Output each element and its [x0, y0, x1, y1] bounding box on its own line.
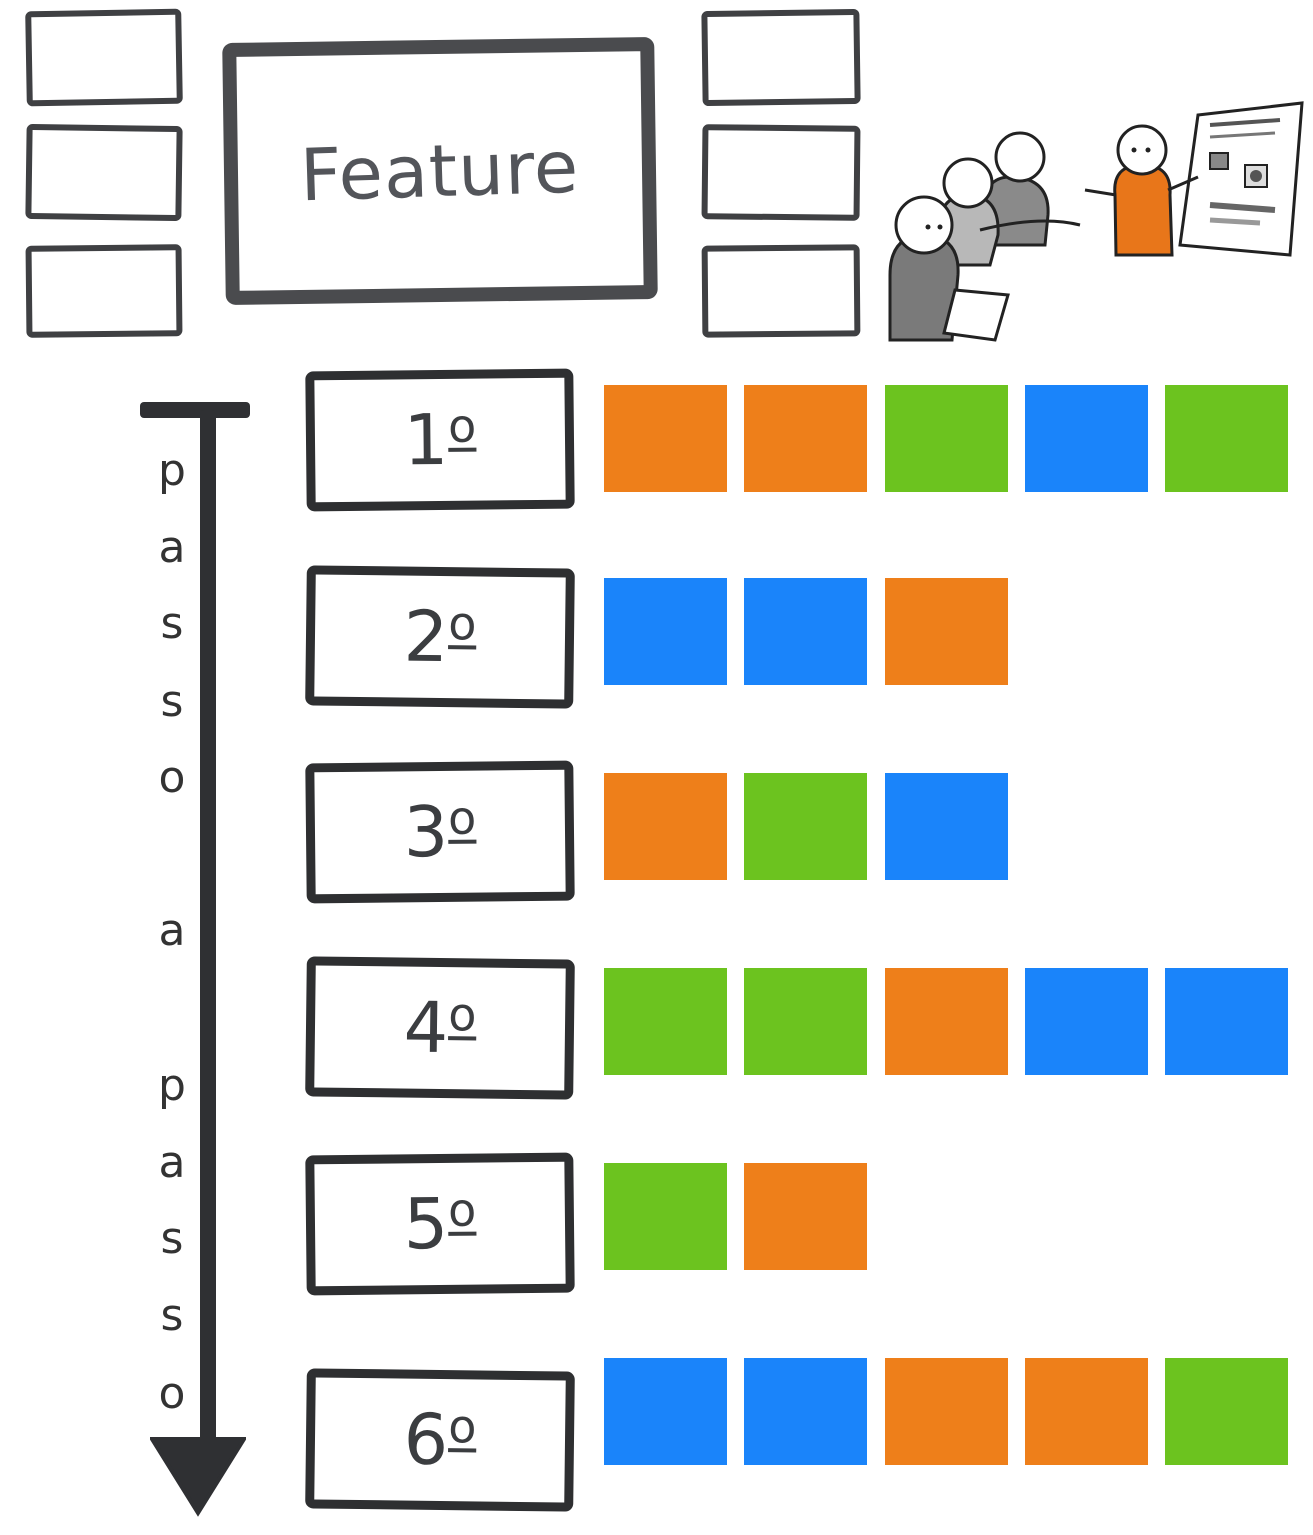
document-icon — [1178, 101, 1304, 257]
axis-letter: s — [160, 1290, 184, 1341]
team-discussion-illustration — [888, 101, 1304, 342]
task-tile-blue — [1025, 385, 1148, 492]
step-number-digit: 1 — [403, 398, 449, 482]
axis-letter: a — [158, 522, 186, 573]
step-number: 1o — [403, 399, 477, 482]
step-ordinal-indicator: o — [447, 398, 477, 453]
task-tile-blue — [604, 1358, 727, 1465]
axis-letter: s — [160, 1213, 184, 1264]
step-number: 4o — [403, 987, 477, 1070]
step-number: 3o — [403, 791, 477, 874]
step-box-6: 6o — [305, 1368, 575, 1512]
arrow-down-icon — [150, 1437, 246, 1517]
task-tile-orange — [885, 578, 1008, 685]
task-tile-green — [604, 1163, 727, 1270]
step-number: 2o — [403, 596, 477, 679]
step-ordinal-indicator: o — [447, 1182, 477, 1237]
task-tile-orange — [744, 385, 867, 492]
task-tile-orange — [604, 385, 727, 492]
task-tile-green — [744, 773, 867, 880]
step-box-4: 4o — [305, 956, 575, 1100]
axis-letter: o — [158, 752, 186, 803]
side-card-left-1 — [25, 8, 183, 107]
step-number-digit: 6 — [403, 1398, 449, 1482]
task-tile-green — [604, 968, 727, 1075]
step-number-digit: 4 — [403, 986, 449, 1070]
step-box-1: 1o — [305, 368, 575, 512]
axis-letter: s — [160, 676, 184, 727]
step-ordinal-indicator: o — [448, 987, 477, 1042]
task-tile-orange — [885, 968, 1008, 1075]
task-tile-orange — [885, 1358, 1008, 1465]
task-tile-green — [885, 385, 1008, 492]
task-tile-orange — [1025, 1358, 1148, 1465]
task-tile-blue — [1025, 968, 1148, 1075]
step-box-5: 5o — [305, 1152, 575, 1296]
axis-shaft — [200, 410, 216, 1455]
side-card-left-2 — [25, 123, 183, 222]
task-tile-blue — [604, 578, 727, 685]
step-box-2: 2o — [305, 565, 575, 709]
task-tile-orange — [744, 1163, 867, 1270]
task-tile-green — [744, 968, 867, 1075]
step-box-3: 3o — [305, 760, 575, 904]
axis-start-cap — [140, 402, 250, 418]
step-ordinal-indicator: o — [447, 790, 477, 845]
axis-letter: a — [158, 1137, 186, 1188]
audience-figures-icon — [888, 131, 1081, 342]
side-card-right-1 — [701, 8, 861, 107]
task-tile-blue — [744, 1358, 867, 1465]
axis-letter: a — [158, 905, 186, 956]
axis-letter: o — [158, 1368, 186, 1419]
task-tile-green — [1165, 385, 1288, 492]
axis-letter: p — [158, 1060, 186, 1111]
step-number: 6o — [403, 1399, 477, 1482]
task-tile-green — [1165, 1358, 1288, 1465]
side-card-left-3 — [25, 244, 183, 338]
step-number-digit: 2 — [403, 595, 449, 679]
step-ordinal-indicator: o — [448, 596, 477, 651]
axis-letter: p — [158, 445, 186, 496]
side-card-right-3 — [701, 244, 861, 338]
step-ordinal-indicator: o — [448, 1399, 477, 1454]
step-number: 5o — [403, 1183, 477, 1266]
axis-letter: s — [160, 598, 184, 649]
task-tile-blue — [1165, 968, 1288, 1075]
feature-label: Feature — [299, 124, 581, 218]
step-number-digit: 3 — [403, 790, 449, 874]
task-tile-blue — [885, 773, 1008, 880]
step-number-digit: 5 — [403, 1182, 449, 1266]
presenter-figure-icon — [1084, 124, 1199, 257]
side-card-right-2 — [701, 124, 861, 221]
feature-box: Feature — [222, 36, 658, 306]
task-tile-blue — [744, 578, 867, 685]
task-tile-orange — [604, 773, 727, 880]
